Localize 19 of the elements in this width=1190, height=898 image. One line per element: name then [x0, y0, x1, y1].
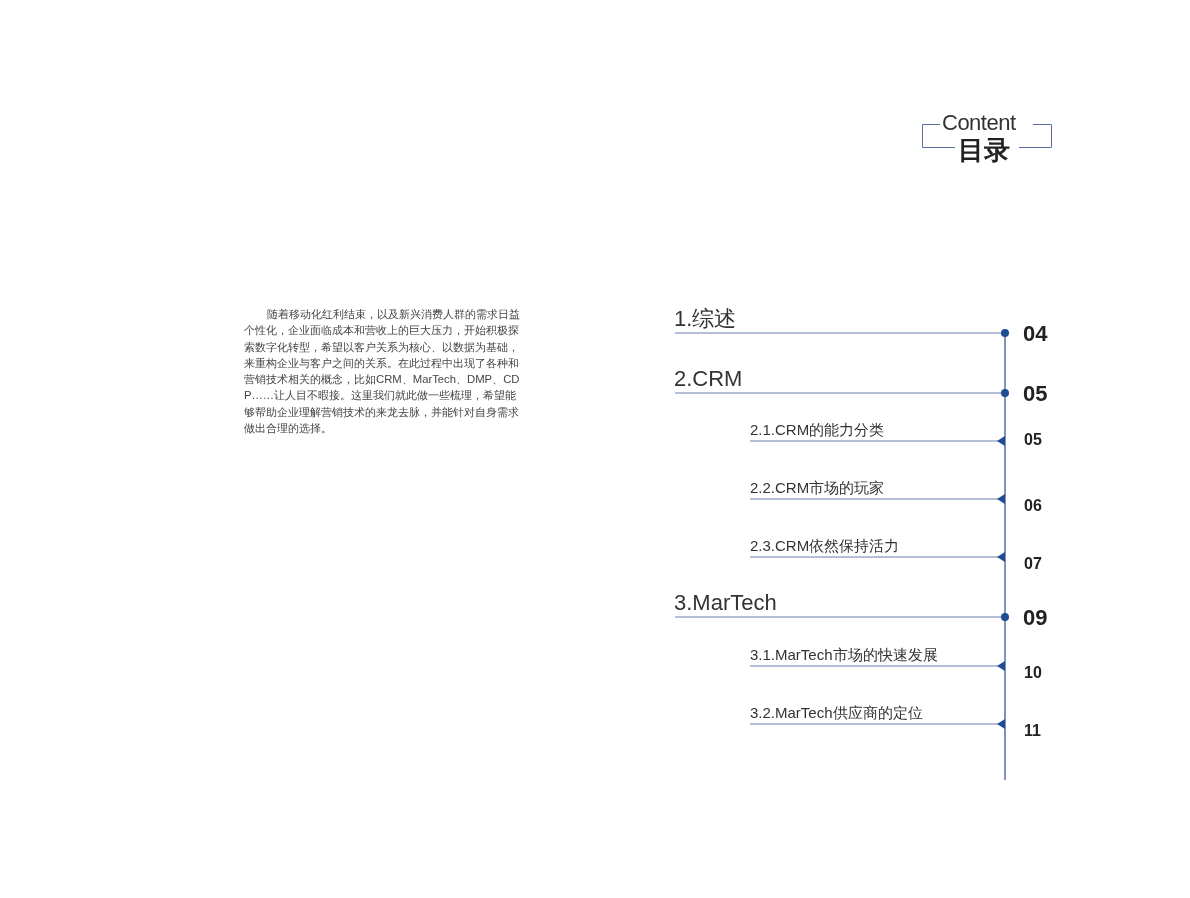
page-number: 11 [1024, 721, 1041, 741]
page-number: 05 [1023, 381, 1048, 407]
page-number: 09 [1023, 605, 1048, 631]
title-label: Content [942, 110, 1016, 136]
toc-entry: 3.2.MarTech供应商的定位 [750, 704, 923, 722]
toc-entry: 2.3.CRM依然保持活力 [750, 537, 900, 555]
page-number: 04 [1023, 321, 1048, 347]
toc-entry: 2.1.CRM的能力分类 [750, 421, 885, 439]
toc-entry: 1.综述 [674, 306, 737, 332]
toc-entry: 2.CRM [674, 366, 743, 392]
toc-entry: 2.2.CRM市场的玩家 [750, 479, 885, 497]
toc-entry: 3.1.MarTech市场的快速发展 [750, 646, 938, 664]
title: 目录 [958, 135, 1010, 165]
page-number: 07 [1024, 554, 1042, 574]
page-number: 10 [1024, 663, 1042, 683]
intro-paragraph: 随着移动化红利结束，以及新兴消费人群的需求日益个性化，企业面临成本和营收上的巨大压力，开始积极探索数字化转型，希望以客户关系为核心、以数据为基础，来重构企业与客户之间的关系。在此过程中出现了各种和营销技术相关的概念，比如CRM、MarTech、DMP、CDP……让人目不暇接。这里我们就此做一些梳理，希望能够帮助企业理解营销技术的来龙去脉，并能针对自身需求做出合理的选择。 [244, 307, 521, 437]
toc-entry: 3.MarTech [674, 590, 777, 616]
page-number: 06 [1024, 496, 1042, 516]
page-number: 05 [1024, 430, 1042, 450]
